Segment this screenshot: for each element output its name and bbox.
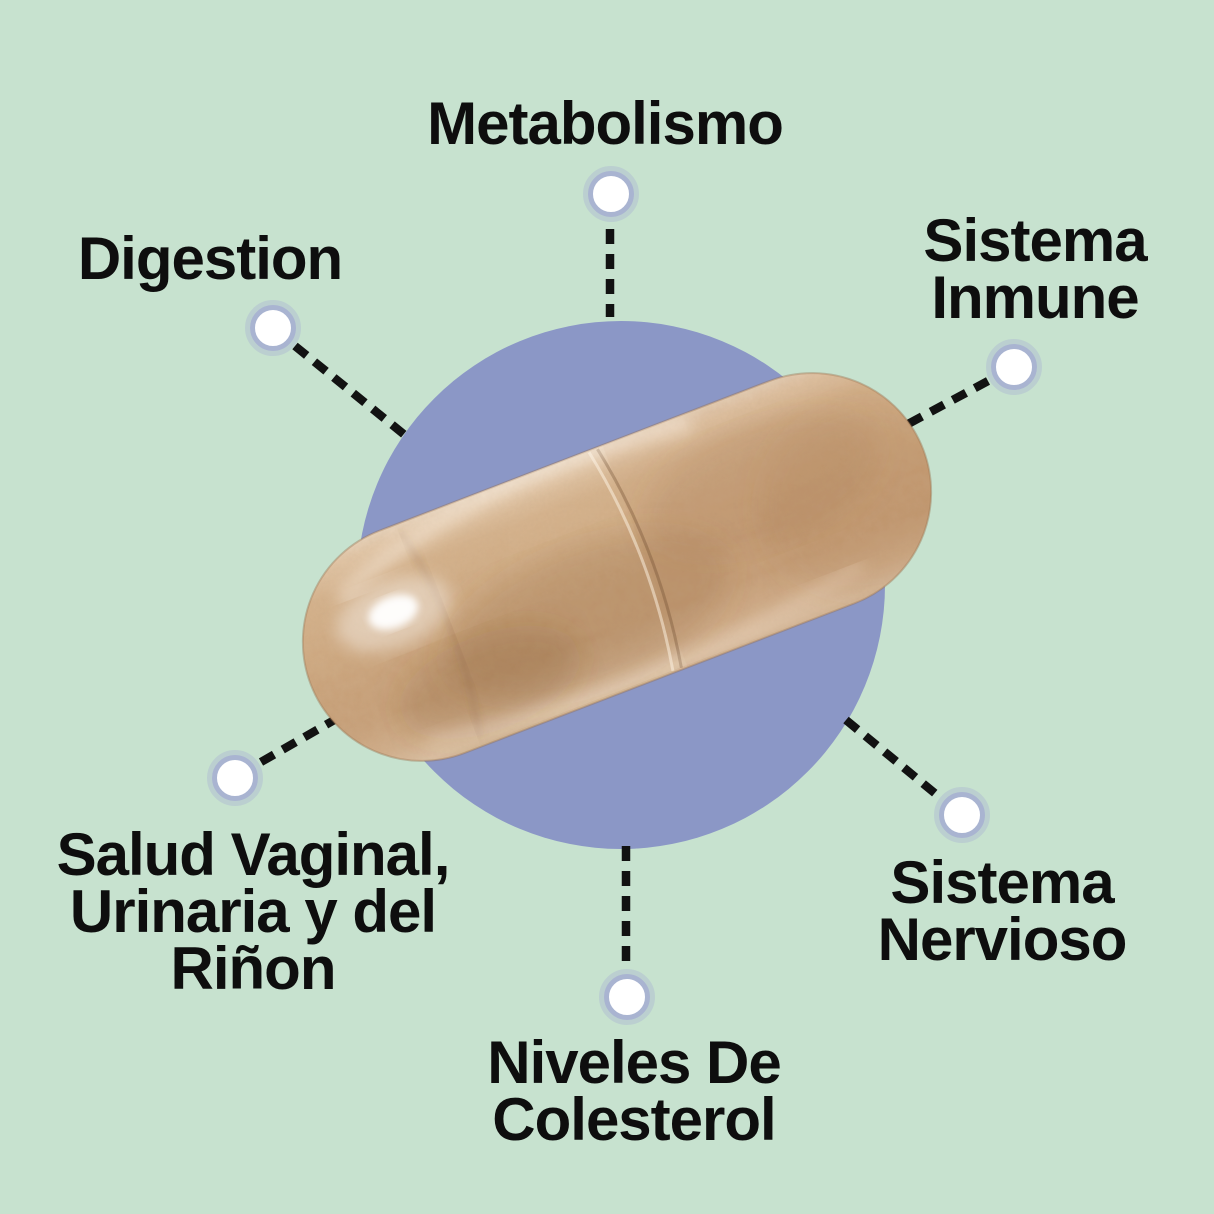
connector-digestion bbox=[292, 342, 409, 440]
label-salud-vaginal-line3: Riñon bbox=[170, 935, 337, 1002]
dot-salud-vaginal bbox=[207, 750, 263, 806]
label-niveles-colesterol-line2: Colesterol bbox=[492, 1086, 776, 1153]
label-salud-vaginal-line1: Salud Vaginal, bbox=[56, 821, 451, 888]
dot-niveles-colesterol bbox=[599, 969, 655, 1025]
label-digestion: Digestion bbox=[77, 225, 343, 292]
connector-salud-vaginal bbox=[258, 715, 339, 766]
dot-sistema-inmune bbox=[986, 339, 1042, 395]
dot-sistema-nervioso bbox=[934, 787, 990, 843]
label-niveles-colesterol-line1: Niveles De bbox=[487, 1029, 782, 1096]
connector-sistema-nervioso bbox=[843, 716, 940, 799]
label-salud-vaginal-line2: Urinaria y del bbox=[69, 878, 437, 945]
label-salud-vaginal: Salud Vaginal, Urinaria y del Riñon bbox=[56, 821, 451, 1002]
label-sistema-nervioso: Sistema Nervioso bbox=[877, 849, 1128, 973]
label-niveles-colesterol: Niveles De Colesterol bbox=[487, 1029, 782, 1153]
connector-lines bbox=[258, 229, 991, 966]
label-sistema-inmune-line1: Sistema bbox=[923, 207, 1147, 274]
label-sistema-inmune: Sistema Inmune bbox=[923, 207, 1147, 331]
label-metabolismo: Metabolismo bbox=[427, 90, 784, 157]
label-sistema-inmune-line2: Inmune bbox=[931, 264, 1139, 331]
label-sistema-nervioso-line2: Nervioso bbox=[877, 906, 1128, 973]
marker-dots bbox=[207, 166, 1042, 1025]
capsule-photo bbox=[268, 338, 966, 796]
dot-digestion bbox=[245, 300, 301, 356]
dot-metabolismo bbox=[583, 166, 639, 222]
connector-sistema-inmune bbox=[905, 377, 991, 428]
label-sistema-nervioso-line1: Sistema bbox=[890, 849, 1114, 916]
